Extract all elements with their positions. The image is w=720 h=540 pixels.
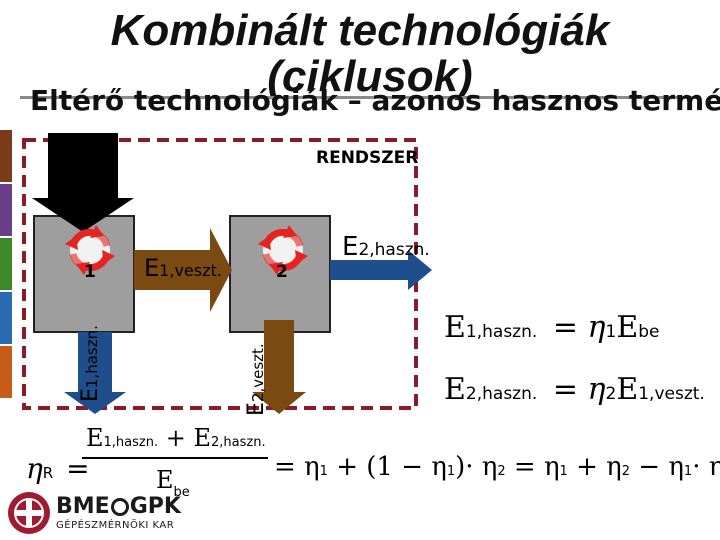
input-energy-symbol: E: [64, 146, 78, 171]
e1-veszt-arrow: [134, 228, 232, 312]
eta-r-sub: R: [42, 464, 54, 482]
block-1-label: 1: [84, 262, 96, 282]
e2-veszt-arrow: [252, 320, 306, 414]
eq1-eta: η: [587, 310, 606, 345]
rhs6: − η: [638, 452, 684, 482]
cycle-icon-1: [65, 225, 115, 275]
logo-name: BME GPK: [56, 494, 181, 519]
eq2-eta-sub: 2: [605, 384, 617, 404]
logo-gpk: GPK: [129, 494, 181, 519]
e2-veszt-label: E2,veszt.: [244, 343, 269, 416]
eta-r-rhs: = η1 + (1 − η1)· η2 = η1 + η2 − η1· η2: [274, 452, 720, 482]
num-b-sub: 2,haszn.: [211, 435, 266, 450]
system-boundary: [22, 138, 418, 410]
rhs1: = η: [274, 452, 320, 482]
sidebar-stripe-1: [0, 130, 12, 182]
rhs4: = η: [513, 452, 560, 482]
e1-veszt-label: E1,veszt.: [144, 254, 222, 282]
den-sub: be: [173, 485, 190, 500]
rhs3-sub: 2: [497, 464, 506, 479]
equation-2: E2,haszn. = η2E1,veszt.: [444, 372, 705, 407]
system-label: RENDSZER: [316, 148, 419, 168]
e1-haszn-symbol: E: [78, 388, 103, 402]
num-a: E: [86, 424, 104, 452]
rhs1-sub: 1: [319, 464, 328, 479]
e2-veszt-symbol: E: [244, 402, 269, 416]
rhs2: + (1 − η: [336, 452, 447, 482]
logo-bme: BME: [56, 494, 110, 519]
block-2-label: 2: [276, 262, 288, 282]
eta-r: η: [26, 452, 43, 485]
sidebar-stripe-4: [0, 292, 12, 344]
rhs4-sub: 1: [559, 464, 568, 479]
eq2-eta: η: [587, 372, 606, 407]
rhs6-sub: 1: [683, 464, 693, 479]
e2-haszn-arrow: [330, 250, 432, 290]
title-line-1: Kombinált technológiák: [110, 6, 610, 55]
eq2-rhs: E: [616, 372, 639, 407]
e2-haszn-symbol: E: [342, 232, 359, 262]
title-line-2: (ciklusok): [267, 52, 473, 101]
bme-gpk-seal-icon: [8, 492, 50, 534]
e1-haszn-sub: 1,haszn.: [83, 325, 101, 389]
title-rule: [20, 96, 700, 99]
e1-haszn-arrow: [64, 332, 126, 414]
eq2-equals: =: [552, 372, 578, 407]
input-energy-sub: be: [77, 157, 97, 175]
e2-haszn-sub: 2,haszn.: [358, 240, 430, 260]
eta-r-denominator: Ebe: [156, 466, 190, 500]
eq2-lhs-sub: 2,haszn.: [465, 384, 538, 404]
eq1-lhs: E: [444, 310, 466, 345]
rhs7: · η: [692, 452, 720, 482]
e2-haszn-label: E2,haszn.: [342, 232, 430, 262]
eq1-equals: =: [552, 310, 578, 345]
eq1-rhs: E: [616, 310, 639, 345]
sidebar-stripe-5: [0, 346, 12, 398]
e1-haszn-label: E1,haszn.: [78, 325, 103, 402]
input-arrow: [32, 133, 134, 232]
eta-r-symbol: ηR =: [26, 452, 90, 485]
num-plus: +: [165, 424, 186, 452]
eq2-lhs: E: [444, 372, 466, 407]
eq1-eta-sub: 1: [605, 322, 617, 342]
cycle-icon-2: [258, 225, 308, 275]
num-a-sub: 1,haszn.: [103, 435, 159, 450]
eq1-lhs-sub: 1,haszn.: [465, 322, 538, 342]
rhs2-sub: 1: [446, 464, 456, 479]
rhs5-sub: 2: [621, 464, 631, 479]
sidebar-stripe-3: [0, 238, 12, 290]
input-energy-label: Ebe: [64, 146, 97, 175]
den: E: [156, 466, 174, 494]
rhs3: )· η: [455, 452, 498, 482]
subtitle: Eltérő technológiák – azonos hasznos ter…: [30, 84, 720, 117]
eq1-rhs-sub: be: [638, 322, 660, 342]
rhs5: + η: [576, 452, 622, 482]
eta-r-numerator: E1,haszn. + E2,haszn.: [86, 424, 266, 452]
eq2-rhs-sub: 1,veszt.: [638, 384, 705, 404]
e1-veszt-symbol: E: [144, 254, 160, 282]
equation-1: E1,haszn. = η1Ebe: [444, 310, 659, 345]
eta-r-equals: =: [66, 452, 90, 485]
sidebar-stripe-2: [0, 184, 12, 236]
num-b: E: [193, 424, 212, 452]
logo-faculty: GÉPÉSZMÉRNÖKI KAR: [56, 520, 175, 531]
e2-veszt-sub: 2,veszt.: [249, 343, 267, 403]
e1-veszt-sub: 1,veszt.: [159, 261, 222, 280]
gear-icon: [110, 498, 129, 516]
